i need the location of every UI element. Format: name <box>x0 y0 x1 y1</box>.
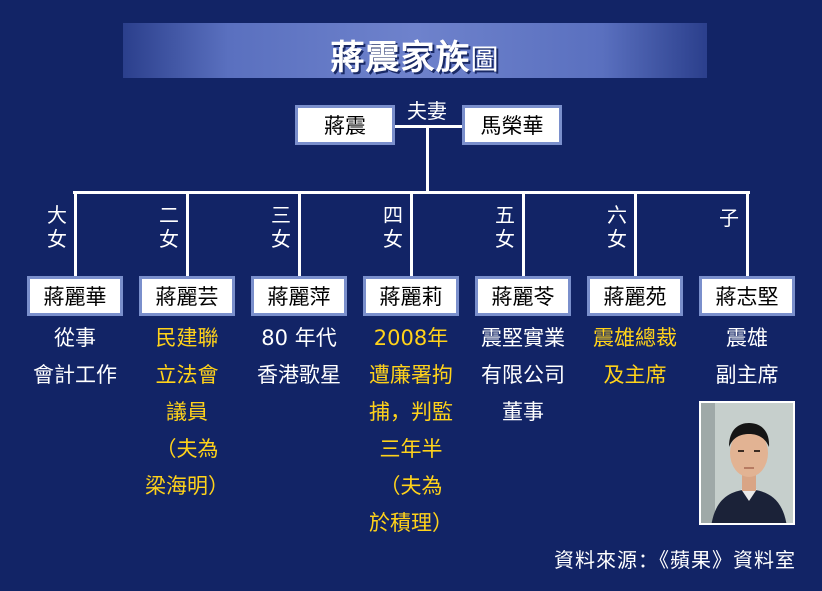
description-line: 遭廉署拘 <box>369 363 453 387</box>
description-line: （夫為 <box>155 437 219 461</box>
father-box: 蔣震 <box>295 105 395 145</box>
description-line: 從事 <box>54 326 96 350</box>
child-name: 蔣麗苑 <box>603 285 667 309</box>
description-line: 香港歌星 <box>257 363 341 387</box>
chart-title: 蔣震家族圖 <box>330 38 500 78</box>
child-rank-label: 大女 <box>47 203 67 251</box>
description-line: 2008年 <box>373 326 449 350</box>
child-connector <box>746 192 749 277</box>
child-name: 蔣麗萍 <box>267 285 331 309</box>
child-description: 80 年代香港歌星 <box>244 320 354 394</box>
child-name-box: 蔣麗莉 <box>363 276 459 316</box>
mother-name: 馬榮華 <box>480 114 544 138</box>
child-description: 2008年遭廉署拘捕，判監三年半 （夫為於積理） <box>356 320 466 542</box>
trunk-connector <box>426 126 429 192</box>
spouse-label: 夫妻 <box>407 99 447 123</box>
child-name: 蔣麗芸 <box>155 285 219 309</box>
child-rank-label: 四女 <box>383 203 403 251</box>
description-line: 副主席 <box>715 363 779 387</box>
child-name: 蔣麗苓 <box>491 285 555 309</box>
description-line: 立法會 <box>155 363 219 387</box>
child-connector <box>522 192 525 277</box>
father-name: 蔣震 <box>324 114 366 138</box>
child-description: 震雄總裁及主席 <box>580 320 690 394</box>
description-line: 三年半 <box>379 437 443 461</box>
description-line: 震堅實業 <box>481 326 565 350</box>
description-line: 80 年代 <box>261 326 337 350</box>
child-connector <box>186 192 189 277</box>
child-name-box: 蔣麗華 <box>27 276 123 316</box>
child-name-box: 蔣麗芸 <box>139 276 235 316</box>
child-name: 蔣志堅 <box>715 285 779 309</box>
person-icon <box>701 403 793 523</box>
child-description: 震雄副主席 <box>692 320 802 394</box>
description-line: 會計工作 <box>33 363 117 387</box>
title-banner: 蔣震家族圖 <box>123 23 707 78</box>
child-rank-label: 二女 <box>159 203 179 251</box>
child-connector <box>634 192 637 277</box>
child-name-box: 蔣麗苓 <box>475 276 571 316</box>
description-line: 民建聯 <box>155 326 219 350</box>
child-name: 蔣麗莉 <box>379 285 443 309</box>
description-line: 捕，判監 <box>369 400 453 424</box>
mother-box: 馬榮華 <box>462 105 562 145</box>
portrait-photo <box>699 401 795 525</box>
source-note: 資料來源：《蘋果》資料室 <box>554 548 796 572</box>
description-line: 議員 <box>166 400 208 424</box>
child-connector <box>410 192 413 277</box>
child-rank-label: 子 <box>719 206 739 230</box>
child-rank-label: 六女 <box>607 203 627 251</box>
child-connector <box>298 192 301 277</box>
child-rank-label: 五女 <box>495 203 515 251</box>
description-line: 震雄 <box>726 326 768 350</box>
child-description: 民建聯立法會議員 （夫為梁海明） <box>132 320 242 505</box>
child-connector <box>74 192 77 277</box>
description-line: （夫為 <box>379 474 443 498</box>
description-line: 董事 <box>502 400 544 424</box>
description-line: 有限公司 <box>481 363 565 387</box>
child-rank-label: 三女 <box>271 203 291 251</box>
child-name-box: 蔣麗萍 <box>251 276 347 316</box>
child-name: 蔣麗華 <box>43 285 107 309</box>
description-line: 及主席 <box>603 363 667 387</box>
child-description: 震堅實業有限公司董事 <box>468 320 578 431</box>
child-name-box: 蔣志堅 <box>699 276 795 316</box>
child-name-box: 蔣麗苑 <box>587 276 683 316</box>
description-line: 梁海明） <box>145 474 229 498</box>
description-line: 震雄總裁 <box>593 326 677 350</box>
child-description: 從事會計工作 <box>20 320 130 394</box>
description-line: 於積理） <box>369 511 453 535</box>
